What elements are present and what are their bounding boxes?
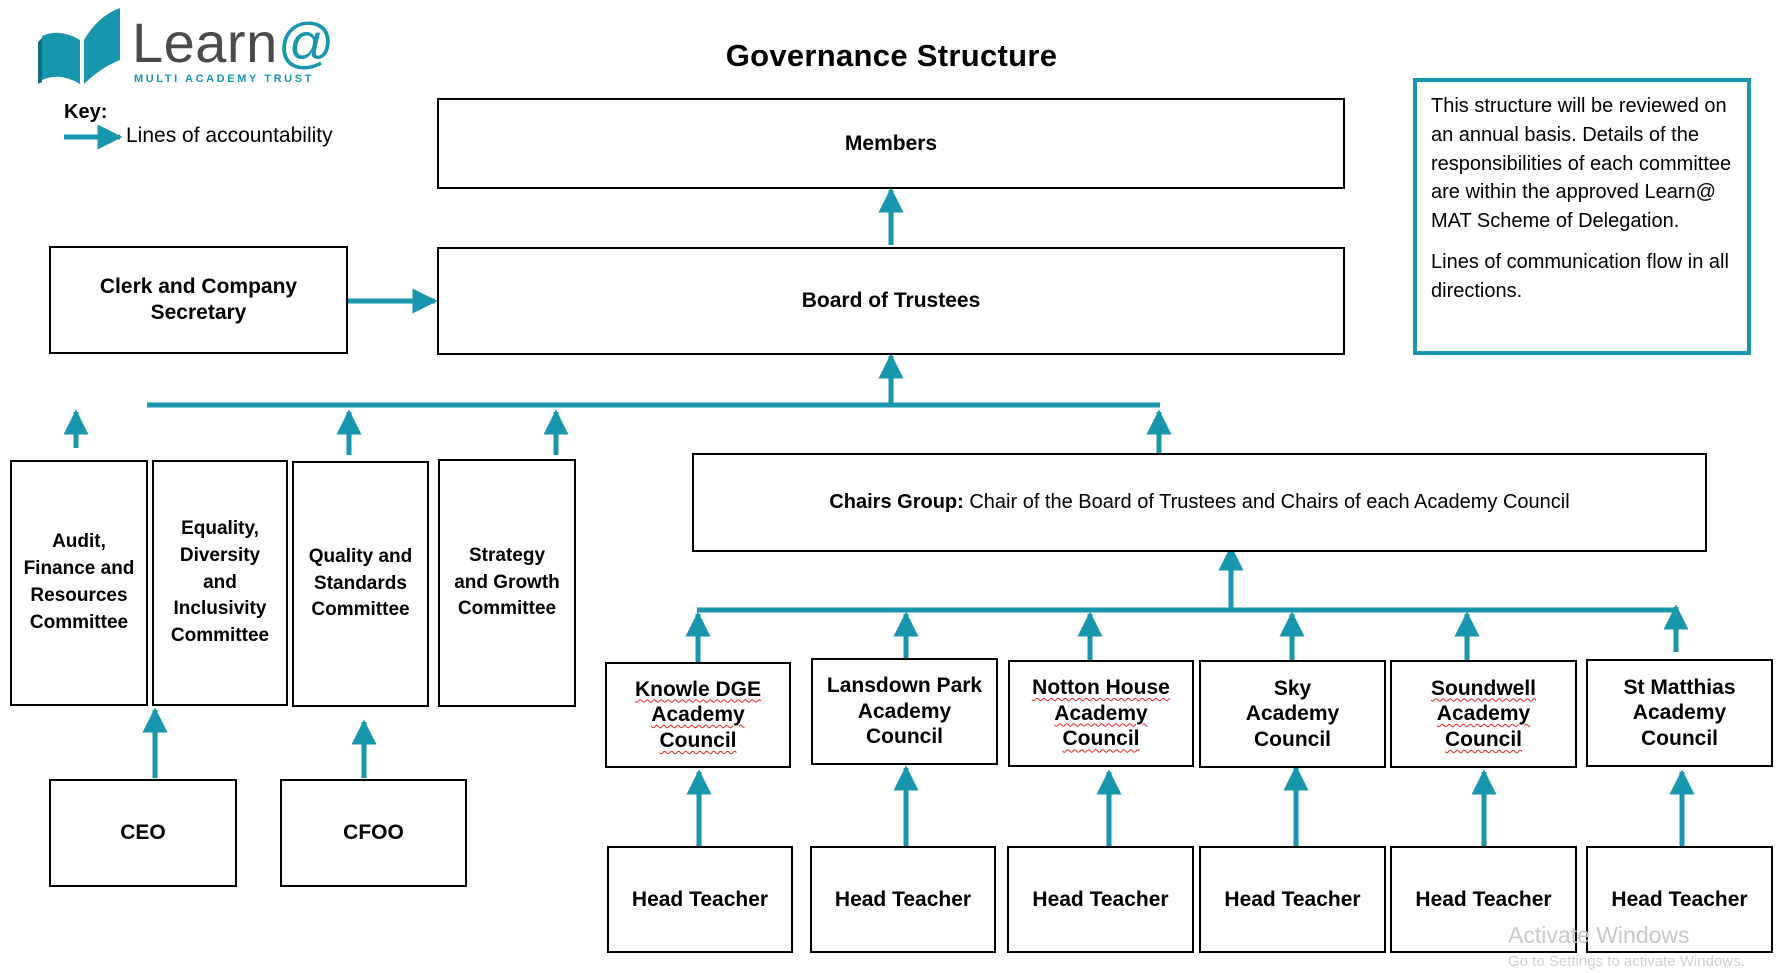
head-teacher-label: Head Teacher	[1611, 887, 1748, 911]
note-paragraph-2: Lines of communication flow in all direc…	[1431, 250, 1729, 302]
council-label: Notton House Academy Council	[1032, 676, 1170, 751]
board-label: Board of Trustees	[801, 289, 981, 313]
head-teacher-box: Head Teacher	[1199, 846, 1386, 953]
clerk-box: Clerk and Company Secretary	[49, 246, 348, 354]
head-teacher-box: Head Teacher	[810, 846, 996, 953]
chairs-group-heading: Chairs Group:	[829, 491, 964, 514]
strategy-committee-label: Strategy and Growth Committee	[454, 544, 560, 620]
open-book-icon	[38, 8, 120, 84]
ceo-label: CEO	[120, 821, 166, 845]
council-box: Lansdown Park Academy Council	[811, 658, 998, 765]
cfoo-box: CFOO	[280, 779, 467, 887]
council-label: Sky Academy Council	[1245, 676, 1340, 751]
equality-committee-label: Equality, Diversity and Inclusivity Comm…	[170, 517, 270, 647]
review-note: This structure will be reviewed on an an…	[1413, 78, 1751, 355]
strategy-committee-box: Strategy and Growth Committee	[438, 459, 576, 707]
council-box: Knowle DGE Academy Council	[605, 662, 791, 768]
chairs-group-box: Chairs Group: Chair of the Board of Trus…	[692, 453, 1707, 552]
head-teacher-box: Head Teacher	[1586, 846, 1773, 953]
equality-committee-box: Equality, Diversity and Inclusivity Comm…	[152, 460, 288, 706]
clerk-label: Clerk and Company Secretary	[99, 275, 298, 324]
head-teacher-label: Head Teacher	[834, 887, 972, 911]
logo-word: Learn	[132, 11, 278, 74]
page-title: Governance Structure	[725, 38, 1058, 73]
members-label: Members	[844, 131, 938, 155]
note-paragraph-1: This structure will be reviewed on an an…	[1431, 95, 1732, 233]
head-teacher-label: Head Teacher	[1415, 887, 1552, 911]
activate-windows-watermark: Activate Windows	[1508, 922, 1690, 948]
key-label: Key:	[64, 101, 108, 123]
members-box: Members	[437, 98, 1345, 189]
quality-committee-label: Quality and Standards Committee	[308, 545, 413, 621]
logo-at: @	[277, 11, 336, 74]
audit-committee-label: Audit, Finance and Resources Committee	[23, 531, 135, 633]
council-box: St Matthias Academy Council	[1586, 659, 1773, 767]
head-teacher-label: Head Teacher	[1224, 887, 1361, 911]
head-teacher-box: Head Teacher	[1007, 846, 1194, 953]
council-box: Sky Academy Council	[1199, 660, 1386, 768]
board-of-trustees-box: Board of Trustees	[437, 247, 1345, 355]
council-label: Knowle DGE Academy Council	[634, 677, 761, 752]
council-label: Soundwell Academy Council	[1431, 676, 1536, 751]
quality-committee-box: Quality and Standards Committee	[292, 461, 429, 707]
activate-windows-subtext: Go to Settings to activate Windows.	[1508, 953, 1745, 970]
cfoo-label: CFOO	[343, 821, 404, 845]
head-teacher-label: Head Teacher	[631, 887, 769, 911]
ceo-box: CEO	[49, 779, 237, 887]
logo-subtitle: MULTI ACADEMY TRUST	[134, 73, 314, 85]
council-label: Lansdown Park Academy Council	[826, 674, 983, 749]
key-item-label: Lines of accountability	[126, 124, 333, 147]
council-box: Notton House Academy Council	[1008, 660, 1194, 767]
learn-at-logo: Learn@ MULTI ACADEMY TRUST	[36, 6, 366, 91]
audit-committee-box: Audit, Finance and Resources Committee	[10, 460, 148, 706]
head-teacher-box: Head Teacher	[607, 846, 793, 953]
head-teacher-box: Head Teacher	[1390, 846, 1577, 953]
head-teacher-label: Head Teacher	[1032, 887, 1169, 911]
council-label: St Matthias Academy Council	[1623, 675, 1736, 750]
chairs-group-description: Chair of the Board of Trustees and Chair…	[969, 491, 1570, 514]
council-box: Soundwell Academy Council	[1390, 660, 1577, 768]
